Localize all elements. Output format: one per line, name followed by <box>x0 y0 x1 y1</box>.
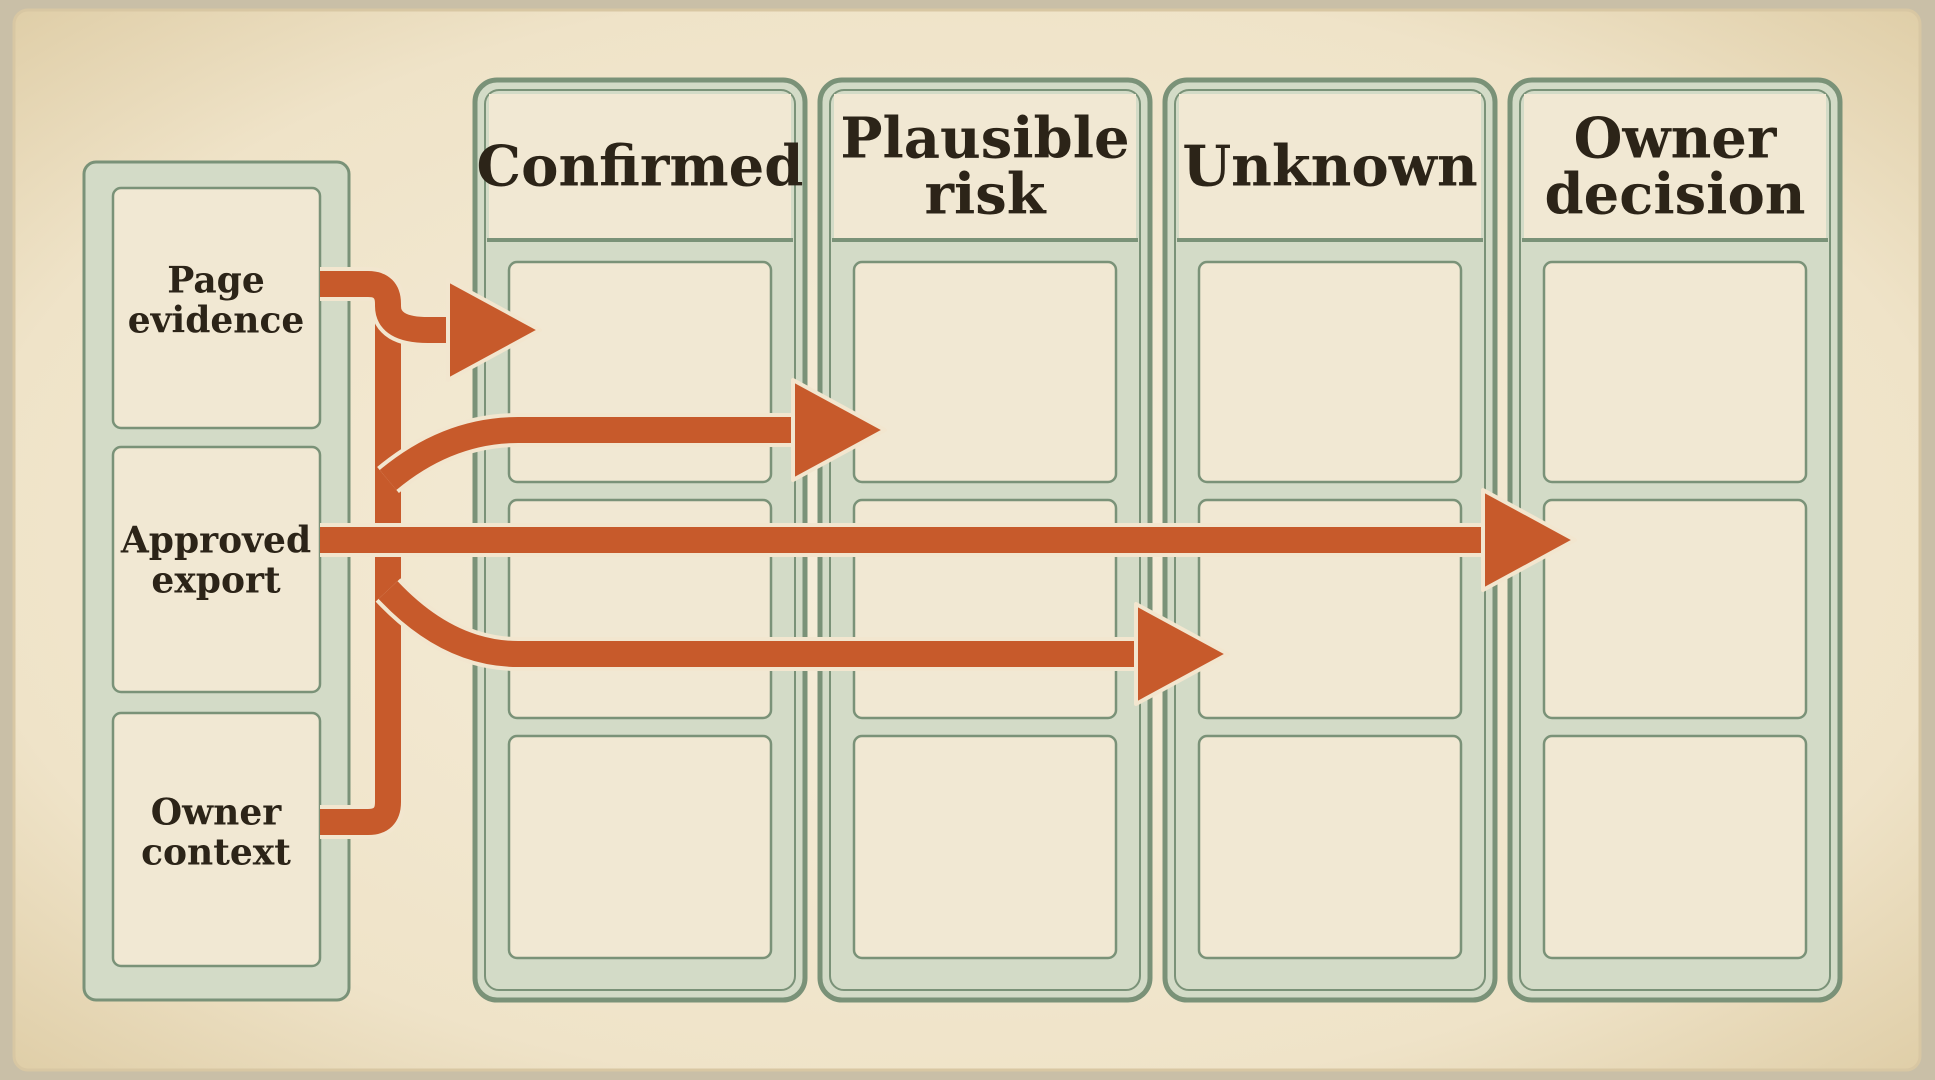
input-label: Owner <box>151 792 282 834</box>
column-header-area <box>1179 94 1481 240</box>
input-box-frame <box>111 445 322 694</box>
flow-arrow-head <box>446 278 542 382</box>
flow-arrow-head <box>1134 602 1230 706</box>
input-label: export <box>151 560 281 602</box>
column-cell <box>507 260 773 484</box>
column-header-label: Unknown <box>1182 134 1477 200</box>
input-label: evidence <box>128 300 305 342</box>
column-header-label: decision <box>1544 162 1805 228</box>
column-header-label: Confirmed <box>477 134 804 200</box>
column-cell <box>1542 260 1808 484</box>
column-cell <box>852 260 1118 484</box>
input-label: Approved <box>120 520 311 562</box>
flow-arrow-shaft <box>375 578 1140 671</box>
column-cell <box>1542 734 1808 960</box>
column-header-label: risk <box>924 162 1046 228</box>
input-box-frame <box>111 186 322 430</box>
column-header-label: Owner <box>1574 106 1778 172</box>
flow-arrow-head <box>1481 488 1577 592</box>
column-cell <box>1197 260 1463 484</box>
column-header-area <box>489 94 791 240</box>
input-box-frame <box>111 711 322 968</box>
column-cell <box>852 734 1118 960</box>
column-header-area <box>1524 94 1826 240</box>
column-header-area <box>834 94 1136 240</box>
input-box-approved-export <box>111 445 322 694</box>
input-label: Page <box>167 260 265 302</box>
column-header-label: Plausible <box>840 106 1129 172</box>
flow-arrow-shaft <box>377 413 800 494</box>
column-cell <box>1542 498 1808 720</box>
flow-arrow-shaft <box>371 304 460 347</box>
input-box-page-evidence <box>111 186 322 430</box>
flow-arrow-head <box>791 378 887 482</box>
column-cell <box>1197 734 1463 960</box>
input-box-owner-context <box>111 711 322 968</box>
column-cell <box>507 734 773 960</box>
input-label: context <box>141 832 291 874</box>
